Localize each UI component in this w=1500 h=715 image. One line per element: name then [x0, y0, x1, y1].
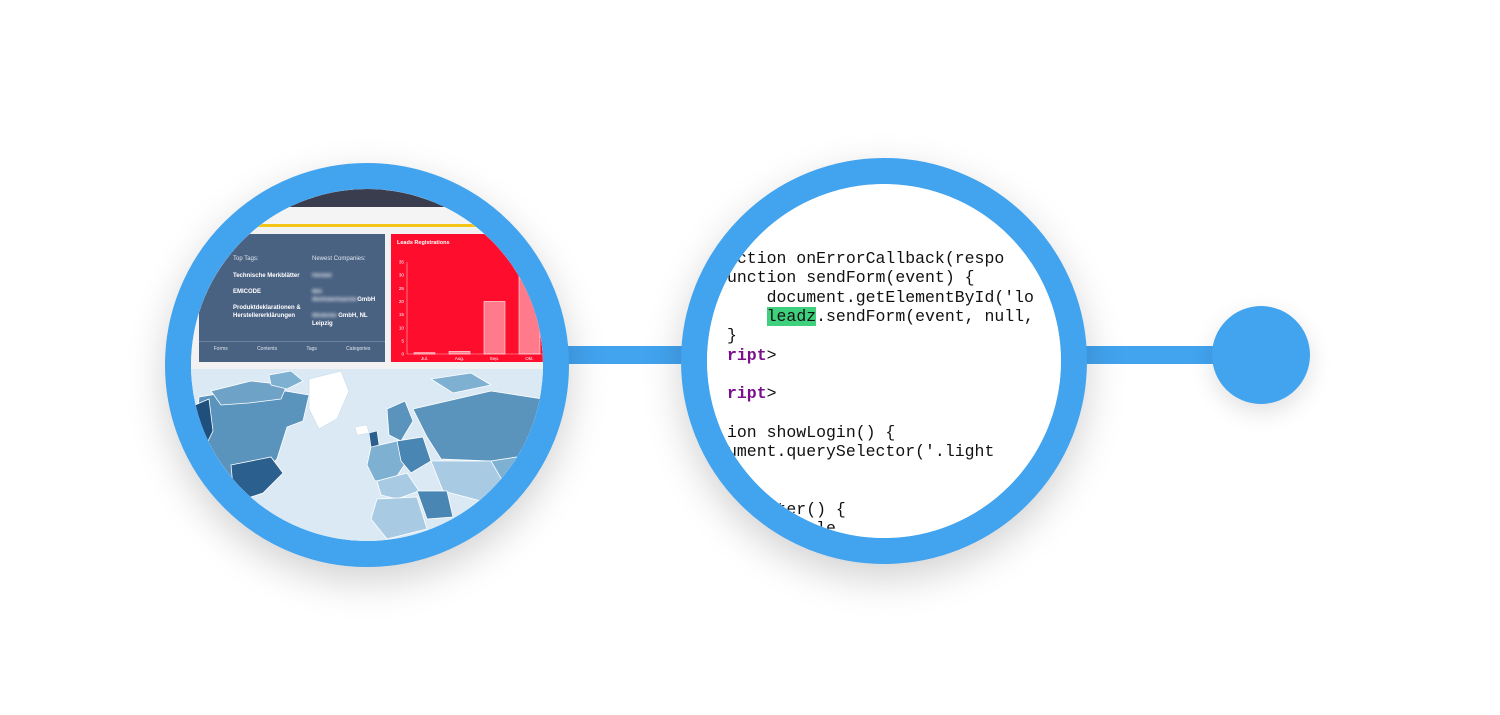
dashboard-topbar [191, 189, 543, 207]
connector-line-right [1076, 346, 1226, 364]
footer-tab-categories[interactable]: Categories [346, 346, 371, 352]
map-region-central-asia [430, 460, 512, 502]
code-line: unction sendForm(event) { [727, 268, 975, 287]
y-tick-label: 15 [399, 312, 405, 317]
x-tick-label: Jul. [421, 356, 428, 361]
code-text: .sendForm(event, null, [816, 306, 1034, 326]
company-name-redacted: IBS [312, 289, 323, 295]
map-region-arctic-russia [429, 372, 493, 394]
code-text: ument.querySelector('.light [727, 442, 995, 461]
map-region-uk [368, 430, 380, 448]
dashboard-header [191, 207, 543, 229]
end-dot [1212, 306, 1310, 404]
code-line: ument.querySelector('.light [727, 442, 994, 461]
map-region-usa-east [230, 456, 284, 500]
footer-tab-tags[interactable]: Tags [306, 346, 317, 352]
x-tick-label: Sep. [490, 356, 499, 361]
footer-tab-contents[interactable]: Contents [257, 346, 278, 352]
company-name-suffix: GmbH [357, 297, 376, 303]
world-map [191, 369, 543, 541]
x-tick-label: Okt. [525, 356, 533, 361]
top-tags-heading: Top Tags: [233, 256, 259, 262]
map-region-canada-north [210, 380, 288, 406]
map-region-east-asia [490, 452, 543, 510]
company-item[interactable]: Wodicke GmbH, NL Leipzig [312, 312, 384, 328]
footer-tab-forms[interactable]: Forms [213, 346, 228, 352]
code-text: } [727, 326, 737, 346]
company-name-redacted: Wolfsberbacher [312, 297, 358, 303]
map-region-scandinavia [386, 400, 414, 442]
world-map-svg [194, 370, 543, 540]
y-tick-label: 25 [399, 286, 405, 291]
code-text: .Sele [727, 519, 836, 538]
dashboard-view: Top Tags: Newest Companies: Technische M… [191, 189, 543, 541]
code-line: leadz.sendForm(event, null, [727, 306, 1034, 326]
code-line: } [727, 326, 737, 345]
code-line: ion showLogin() { [727, 423, 895, 442]
tag-item[interactable]: Produktdeklarationen & Herstellererkläru… [233, 305, 301, 319]
chart-title: Leads Registrations [397, 240, 450, 246]
code-line: Register() { [727, 500, 846, 519]
map-region-middle-east [416, 490, 454, 520]
magnifier-dashboard: Top Tags: Newest Companies: Technische M… [165, 163, 569, 567]
bar [483, 301, 506, 355]
code-text: unction sendForm(event) { [727, 268, 975, 288]
code-text: > [766, 345, 777, 365]
code-text: nction onErrorCallback(respo [727, 249, 1005, 268]
y-tick-label: 5 [401, 338, 404, 343]
map-region-arctic-islands [268, 370, 304, 390]
y-tick-label: 35 [399, 260, 405, 265]
code-keyword: ript [727, 345, 767, 365]
connector-line-left [560, 346, 700, 364]
code-line: ript> [727, 384, 777, 403]
map-region-iceland [354, 424, 370, 436]
code-highlight: leadz [766, 306, 817, 326]
map-region-central-europe [396, 436, 432, 474]
bar [448, 351, 471, 355]
map-region-russia [412, 390, 543, 462]
code-line: ript> [727, 346, 777, 365]
company-name-redacted: Wodicke [312, 313, 337, 319]
bar [518, 269, 541, 355]
code-text: document.getElementById('lo [727, 287, 1034, 307]
code-line: .Sele [727, 519, 836, 538]
company-item[interactable]: WolfsberbacherGmbH [312, 296, 384, 304]
company-item[interactable]: Henkel [312, 272, 384, 280]
company-name-redacted: Henkel [312, 273, 332, 279]
y-tick-label: 30 [399, 273, 405, 278]
code-line: document.getElementById('lo [727, 288, 1034, 307]
company-name-suffix: GmbH, NL Leipzig [312, 313, 368, 327]
x-tick-label: Aug. [455, 356, 464, 361]
code-line: nction onErrorCallback(respo [727, 249, 1004, 268]
map-region-west-coast [194, 398, 214, 448]
company-item[interactable]: IBS [312, 288, 384, 296]
code-text: Register() { [727, 499, 846, 519]
code-text [727, 307, 767, 326]
code-text: ion showLogin() { [727, 422, 896, 442]
map-region-southern-europe [376, 472, 420, 500]
map-region-north-africa [370, 496, 428, 540]
panel-footer-tabs: Forms Contents Tags Categories [199, 341, 385, 356]
code-keyword: ript [727, 384, 767, 404]
bar [413, 352, 436, 355]
newest-companies-heading: Newest Companies: [312, 256, 366, 262]
y-tick-label: 0 [401, 352, 404, 357]
tag-item[interactable]: EMICODE [233, 289, 262, 295]
dashboard-accent-bar [191, 224, 543, 227]
code-text: > [766, 384, 777, 404]
map-region-greenland [308, 370, 350, 430]
y-tick-label: 10 [399, 325, 405, 330]
tags-panel: Top Tags: Newest Companies: Technische M… [199, 234, 385, 362]
y-tick-label: 20 [399, 299, 405, 304]
tag-item[interactable]: Technische Merkblätter [233, 273, 300, 279]
